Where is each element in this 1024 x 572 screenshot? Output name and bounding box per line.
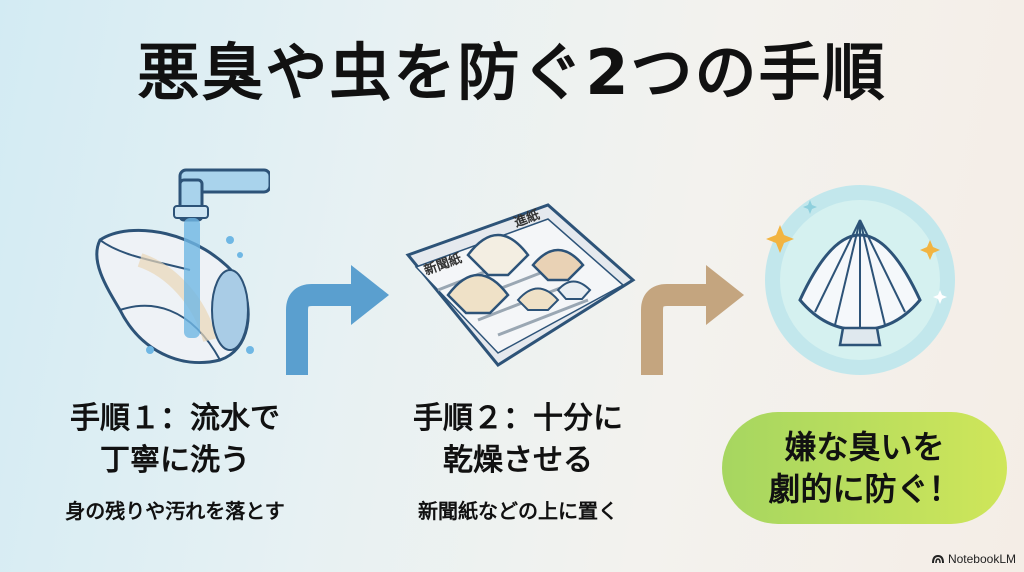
step1-title-line1: 手順１：流水で xyxy=(70,401,280,436)
step1-title-line2: 丁寧に洗う xyxy=(100,443,250,478)
arrow-right-icon xyxy=(286,265,389,375)
step2-title-line1: 手順２：十分に xyxy=(413,401,623,436)
scallop-shell-icon xyxy=(798,219,922,347)
conch-shell-icon xyxy=(95,228,250,365)
result-badge: 嫌な臭いを 劇的に防ぐ！ xyxy=(722,412,1007,524)
result-line2: 劇的に防ぐ！ xyxy=(768,470,961,508)
step2-title: 手順２：十分に 乾燥させる xyxy=(378,398,658,482)
brand-label: NotebookLM xyxy=(947,552,1016,566)
result-line1: 嫌な臭いを xyxy=(784,428,945,466)
faucet-icon xyxy=(173,168,270,222)
page-title: 悪臭や虫を防ぐ2つの手順 xyxy=(137,36,887,109)
notebooklm-icon xyxy=(931,554,944,564)
step2-illustration: 新聞紙 進紙 xyxy=(405,203,636,367)
arrow-right-icon-2 xyxy=(641,265,744,375)
step2-title-line2: 乾燥させる xyxy=(443,443,593,478)
water-stream xyxy=(146,218,254,354)
step1-subtitle: 身の残りや汚れを落とす xyxy=(65,499,285,523)
brand-logo: NotebookLM xyxy=(931,552,1016,566)
step2-subtitle: 新聞紙などの上に置く xyxy=(418,499,618,523)
scallop-shells xyxy=(446,233,592,315)
step1-illustration xyxy=(95,168,270,365)
step1-title: 手順１：流水で 丁寧に洗う xyxy=(30,398,320,482)
sparkle-icon xyxy=(766,200,947,304)
newspaper-icon: 新聞紙 進紙 xyxy=(405,203,636,367)
result-illustration xyxy=(765,185,955,375)
